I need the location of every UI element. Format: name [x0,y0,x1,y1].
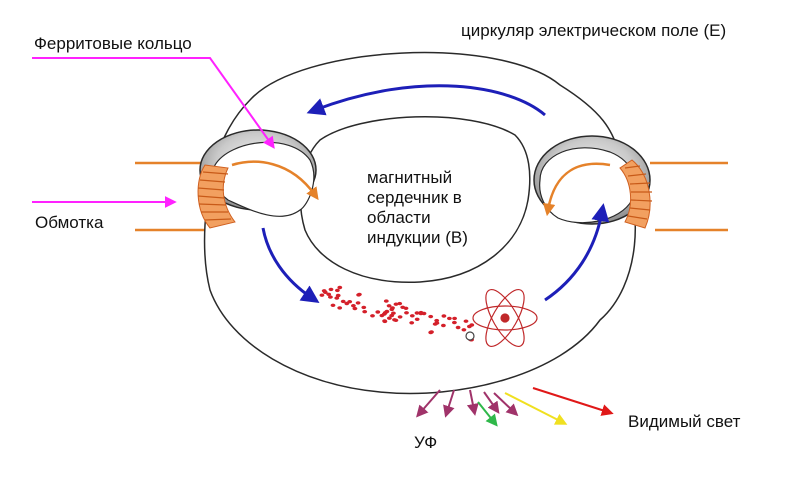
plasma-dot [429,330,434,334]
plasma-dot [335,293,341,298]
pointer-lines [32,57,275,208]
plasma-dot [326,292,332,296]
atom-orbit-2 [485,289,525,347]
plasma-dot [384,309,390,314]
plasma-dot [463,319,469,323]
uv-arrow-1 [416,389,441,418]
tube-inner-outline [299,115,531,283]
plasma-dot [455,325,461,330]
plasma-dot [386,304,392,308]
plasma-dot [393,302,399,306]
plasma-dot [461,328,467,332]
right-winding-turns [624,165,653,220]
atom-nucleus [500,313,510,323]
plasma-dot [330,303,336,307]
uv-arrow-5 [493,392,519,417]
ferrite-pointer [32,57,275,149]
radiation-arrows [416,387,614,427]
plasma-dot [361,305,367,310]
yellow-light-arrow [504,392,568,425]
plasma-dot [389,307,395,312]
plasma-dot [404,311,409,315]
plasma-dot [447,316,452,321]
plasma-dot [397,301,403,306]
plasma-electrons [319,285,475,342]
core-line-3: области [367,208,431,227]
plasma-dot [381,312,387,316]
plasma-dot [428,314,434,319]
plasma-dot [434,318,440,323]
right-ring-flux-arrow [542,162,611,217]
atom-orbit-3 [485,289,525,347]
uv-arrow-4 [483,391,500,414]
plasma-dot [469,323,475,327]
uv-arrow-3 [466,389,479,416]
atom [465,289,538,347]
plasma-dot [337,306,343,310]
plasma-dot [409,321,415,325]
plasma-dot [387,316,392,320]
plasma-dot [370,314,375,318]
plasma-dot [335,288,340,293]
right-ring-hole [539,147,637,224]
plasma-dot [334,296,340,300]
plasma-dot [355,301,361,305]
plasma-dot [397,315,403,319]
plasma-dot [319,293,325,297]
plasma-dot [357,292,362,297]
left-winding-turns [197,171,232,221]
label-magnetic-core: магнитный сердечник в области индукции (… [367,168,517,248]
core-line-2: сердечник в [367,188,462,207]
plasma-dot [383,299,389,303]
left-ring-flux-arrow [231,160,319,201]
plasma-dot [452,320,457,325]
label-visible-light: Видимый свет [628,412,741,431]
plasma-dot [328,287,334,292]
plasma-dot [434,321,440,325]
plasma-dot [441,314,447,318]
label-uv: УФ [414,433,438,452]
plasma-dot [382,319,387,323]
core-line-1: магнитный [367,168,453,187]
label-winding: Обмотка [35,213,104,232]
right-ferrite-ring [533,135,653,229]
plasma-dot [452,316,457,321]
plasma-dot [418,311,424,316]
electric-field-arrows [261,84,610,303]
label-electric-field: циркуляр электрическом поле (E) [461,21,727,40]
right-winding-coil [619,159,651,229]
plasma-dot [322,290,328,294]
core-line-4: индукции (B) [367,228,468,247]
plasma-dot [389,313,395,318]
green-light-arrow [477,401,498,427]
plasma-dot [441,323,446,328]
tube-highlight [474,60,534,84]
plasma-dot [400,305,406,309]
uv-arrow-2 [443,389,455,418]
plasma-dot [340,299,346,304]
field-arrow-right [544,203,610,302]
field-arrow-left [261,227,320,303]
discharge-tube [203,51,636,395]
plasma-dot [362,310,368,314]
plasma-dot [414,311,420,315]
plasma-dot [337,285,343,290]
plasma-dot [409,314,415,318]
atom-orbit-1 [472,305,538,331]
field-arrow-top [306,84,546,117]
plasma-dot [392,318,397,322]
red-light-arrow [532,387,614,416]
plasma-dot [375,310,381,314]
plasma-dot [344,301,350,306]
left-ferrite-ring [197,129,319,229]
label-ferrite-rings: Ферритовые кольцо [34,34,192,53]
plasma-dot [414,317,420,321]
plasma-dot [352,306,358,311]
plasma-dot [328,295,333,299]
plasma-dot [351,304,356,308]
atom-electron [465,331,475,341]
